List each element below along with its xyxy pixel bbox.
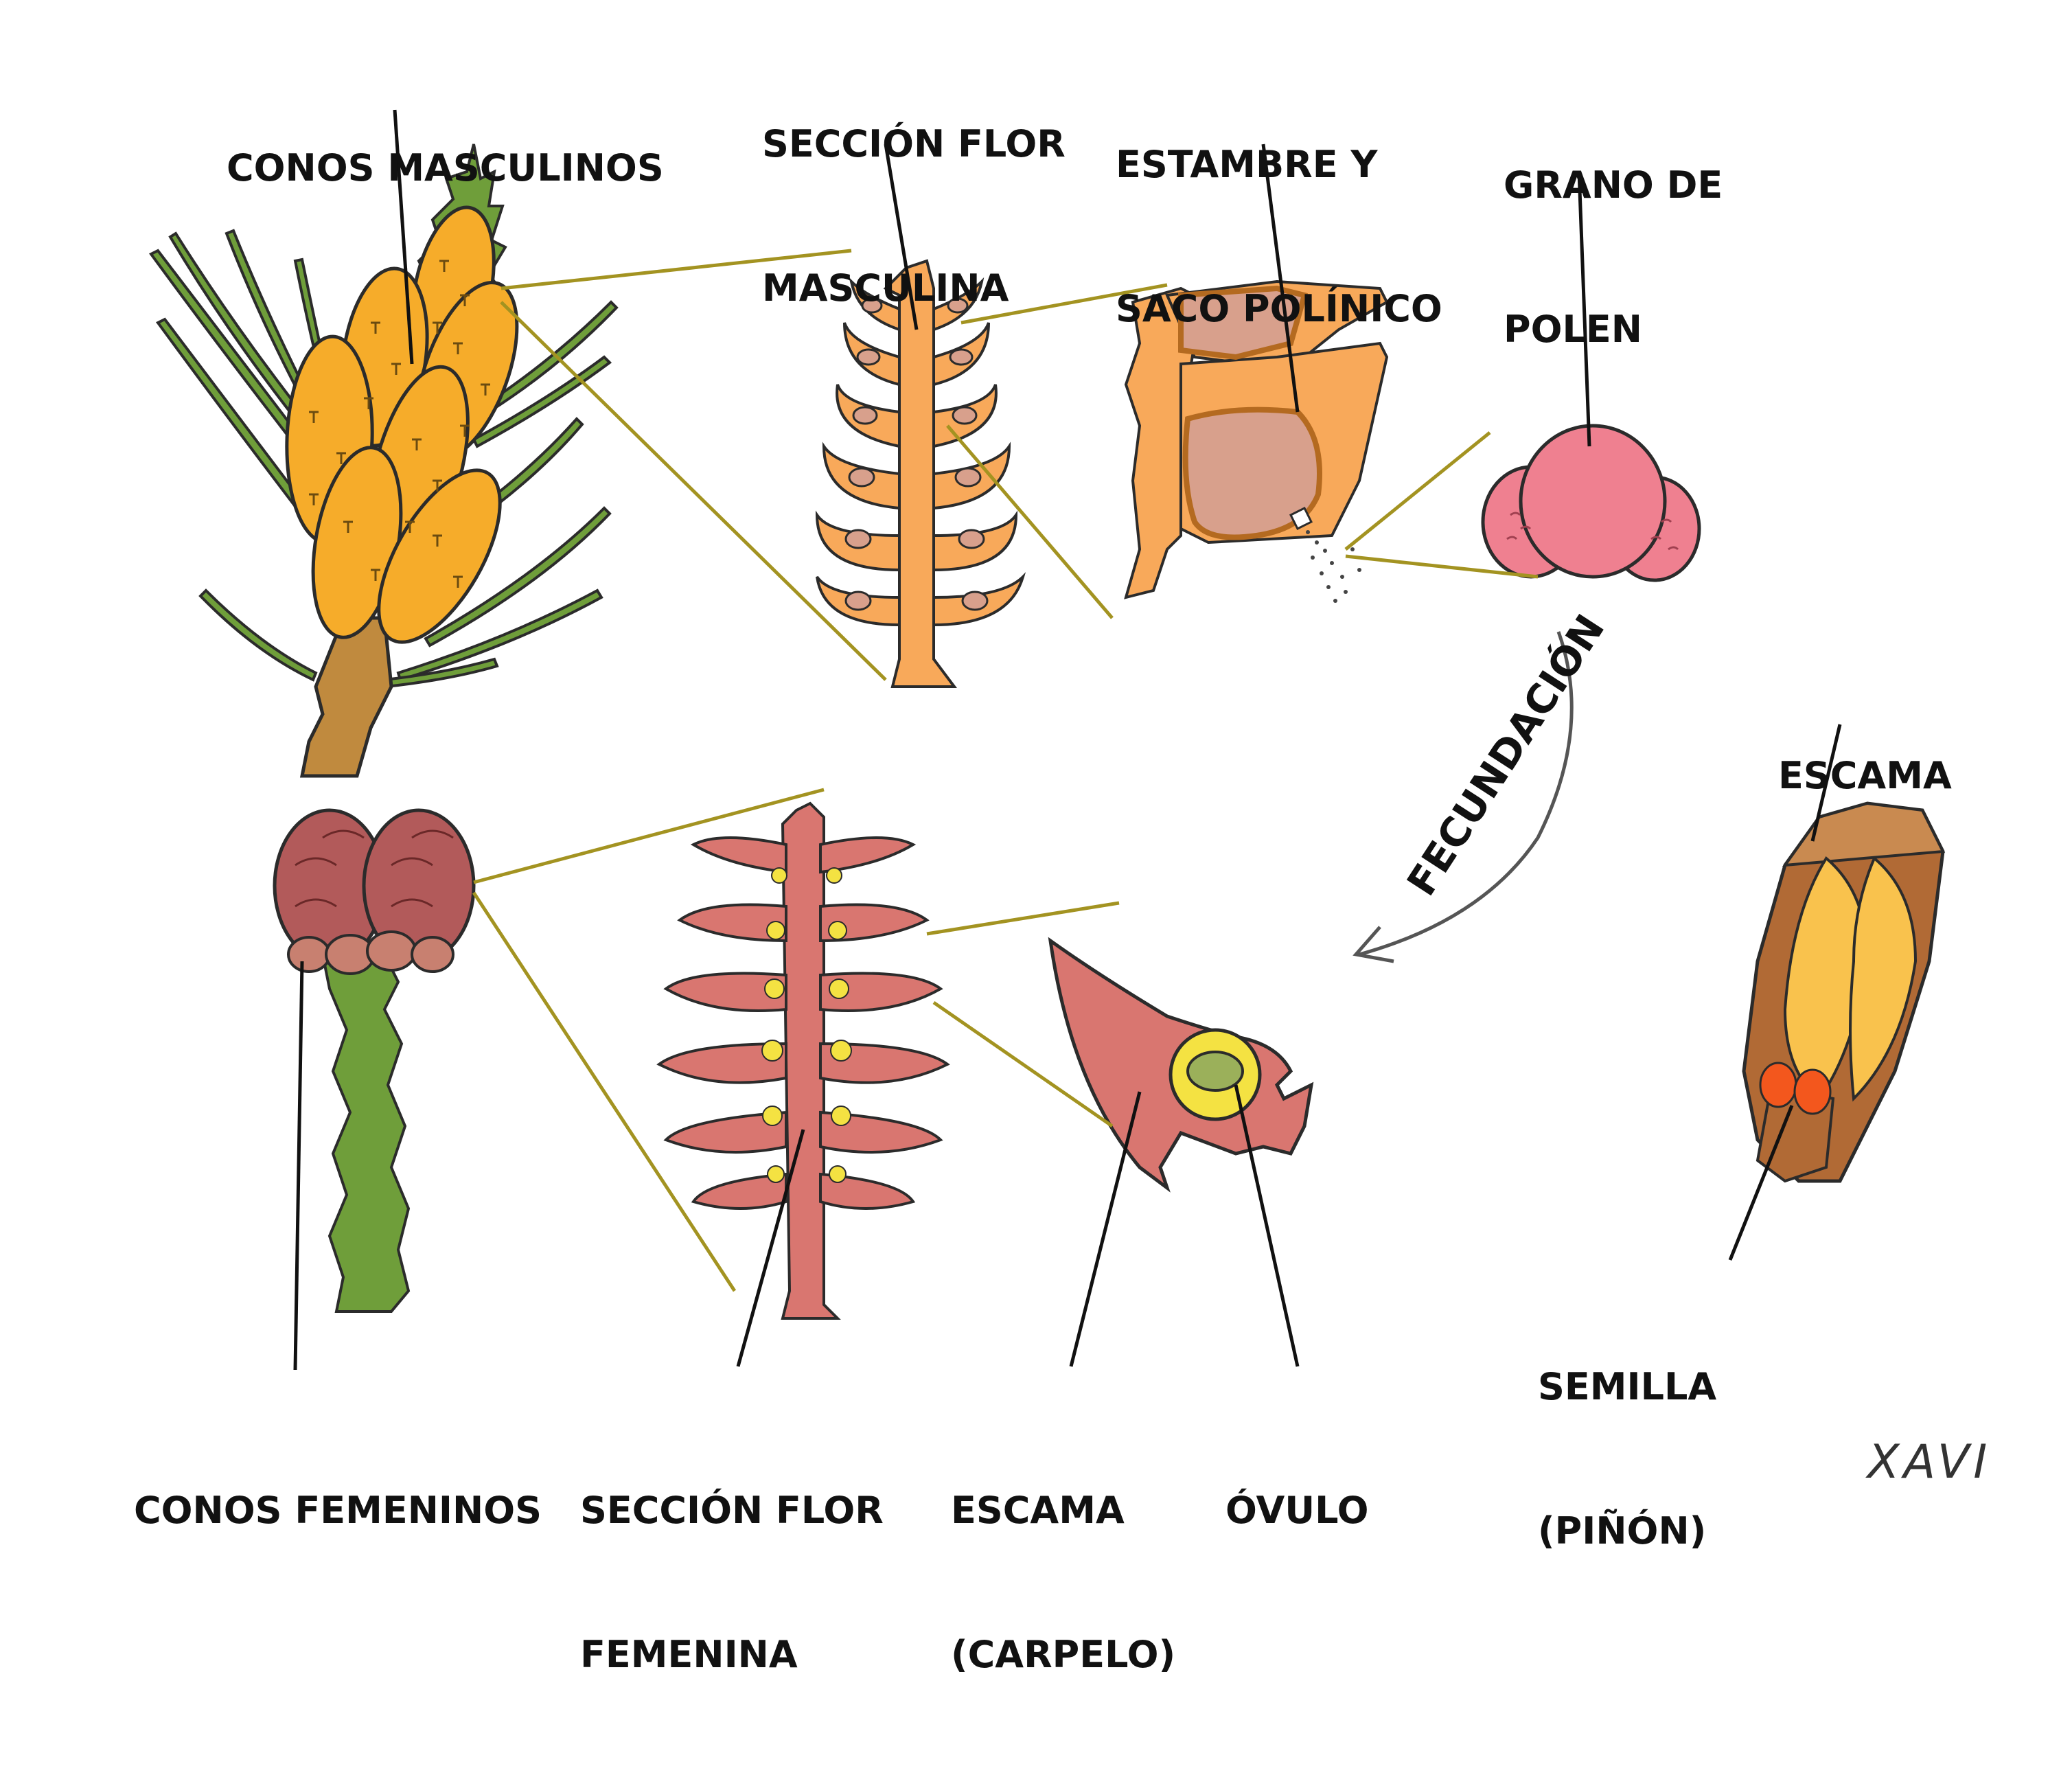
- label-stamen-line2: SACO POLÍNICO: [1116, 287, 1442, 330]
- pollen-marks: [1506, 512, 1679, 551]
- pine-reproduction-diagram: CONOS MASCULINOS SECCIÓN FLOR MASCULINA …: [134, 24, 1991, 1676]
- illustration: [148, 109, 1946, 1371]
- label-seed-line2: (PIÑÓN): [1538, 1509, 1707, 1553]
- label-carpel-line1: ESCAMA: [951, 1489, 1125, 1532]
- label-scale-top-text: ESCAMA: [1778, 754, 1952, 797]
- pollen-grain: [1481, 424, 1701, 582]
- pollen-dust: [1306, 530, 1361, 603]
- label-female-section-line2: FEMENINA: [580, 1633, 798, 1676]
- fecundation-arrow: [1359, 631, 1574, 957]
- fecundation-arrowhead: [1352, 926, 1394, 963]
- label-male-cones-text: CONOS MASCULINOS: [227, 146, 664, 190]
- ovules: [761, 867, 852, 1183]
- label-male-section: SECCIÓN FLOR MASCULINA: [762, 24, 1066, 409]
- seed-scale: [1742, 801, 1946, 1183]
- female-branch: [273, 808, 476, 1313]
- label-carpel: ESCAMA (CARPELO): [951, 1390, 1175, 1775]
- male-cones: [285, 205, 519, 644]
- male-branch: [148, 144, 619, 778]
- label-male-section-line1: SECCIÓN FLOR: [762, 122, 1066, 165]
- author-signature-text: XAVI: [1867, 1435, 1992, 1489]
- female-flower-section: [656, 801, 950, 1320]
- label-ovule-text: ÓVULO: [1225, 1489, 1369, 1532]
- label-female-cones-text: CONOS FEMENINOS: [134, 1489, 542, 1532]
- stamen-pollen-sac: [1124, 279, 1389, 603]
- embryo: [1186, 1051, 1244, 1092]
- label-male-cones: CONOS MASCULINOS: [227, 48, 664, 288]
- label-female-section: SECCIÓN FLOR FEMENINA: [580, 1390, 884, 1775]
- zoom-lines: [472, 249, 1539, 1292]
- label-male-section-line2: MASCULINA: [762, 266, 1009, 310]
- female-stem: [321, 953, 411, 1313]
- label-ovule: ÓVULO: [1225, 1390, 1369, 1631]
- label-seed: SEMILLA (PIÑÓN): [1538, 1267, 1716, 1651]
- label-stamen-line1: ESTAMBRE Y: [1116, 143, 1378, 186]
- label-pollen-grain: GRANO DE POLEN: [1504, 65, 1723, 450]
- label-stamen: ESTAMBRE Y SACO POLÍNICO: [1116, 45, 1442, 429]
- label-seed-line1: SEMILLA: [1538, 1365, 1717, 1408]
- carpel-scale: [1048, 937, 1314, 1193]
- label-female-cones: CONOS FEMENINOS: [134, 1390, 542, 1631]
- label-female-section-line1: SECCIÓN FLOR: [580, 1489, 884, 1532]
- branch-trunk: [299, 616, 393, 778]
- seeds: [1759, 1062, 1832, 1115]
- label-scale-top: ESCAMA: [1778, 656, 1952, 896]
- leader-lines: [293, 109, 1842, 1371]
- pollen-sacs: [844, 297, 989, 611]
- label-pollen-line2: POLEN: [1504, 308, 1642, 351]
- author-signature: XAVI: [1867, 1435, 1991, 1489]
- cone-scale-marks: [309, 260, 490, 588]
- male-flower-section: [815, 259, 1026, 688]
- label-pollen-line1: GRANO DE: [1504, 163, 1723, 207]
- label-carpel-line2: (CARPELO): [951, 1633, 1176, 1676]
